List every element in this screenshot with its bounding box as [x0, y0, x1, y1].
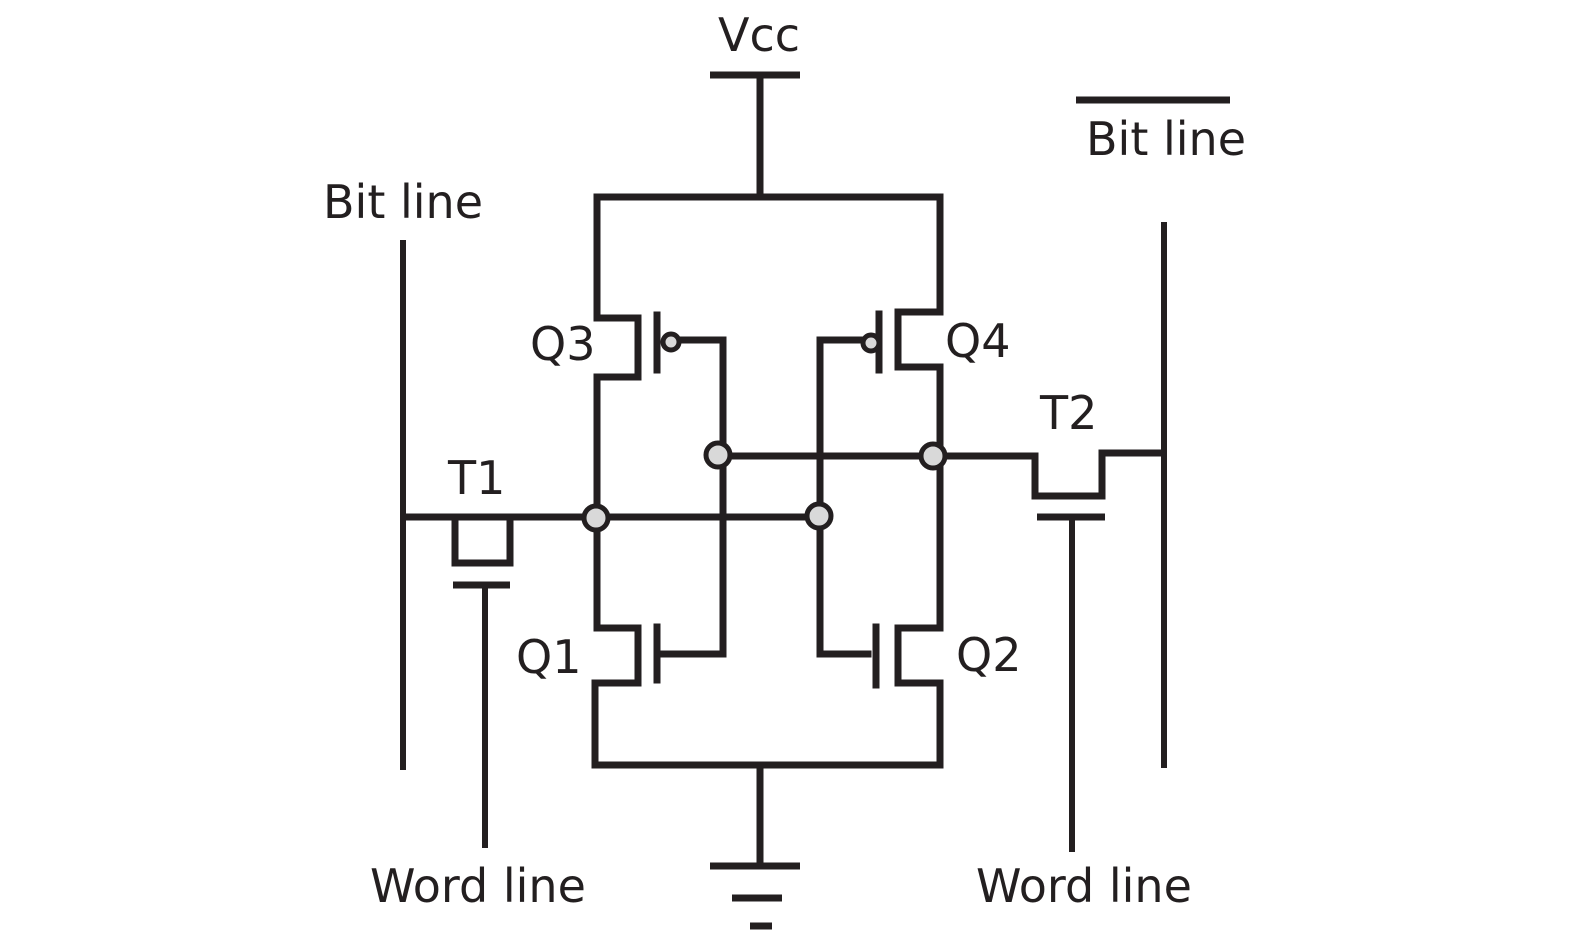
- q1-label: Q1: [516, 630, 581, 684]
- junction-right-storage: [918, 441, 948, 471]
- t1-label: T1: [447, 451, 505, 505]
- q3-label: Q3: [530, 317, 595, 371]
- q3-gate-wire: [677, 336, 727, 459]
- vcc-bus: [593, 193, 944, 314]
- t1-channel: [401, 513, 524, 567]
- word-line-right-label: Word line: [976, 859, 1192, 913]
- t2-channel: [1026, 449, 1166, 500]
- q3-channel: [593, 306, 642, 522]
- q4-channel: [894, 306, 944, 460]
- word-line-left-label: Word line: [370, 859, 586, 913]
- t2-label: T2: [1039, 386, 1097, 440]
- q1-gate-wire: [660, 452, 727, 658]
- q3-gate-bubble: [660, 331, 682, 353]
- q4-gate-wire: [816, 336, 867, 519]
- bit-line-right-label: Bit line: [1086, 112, 1246, 166]
- q2-gate-wire: [816, 513, 872, 658]
- junction-q3-gate: [703, 440, 733, 470]
- q4-gate-bubble: [860, 332, 882, 354]
- bit-line-left-label: Bit line: [323, 175, 483, 229]
- q2-label: Q2: [956, 628, 1021, 682]
- junction-left-storage: [581, 503, 611, 533]
- nmos-pair-and-ground-bus: [591, 452, 944, 769]
- q4-label: Q4: [945, 314, 1010, 368]
- junction-q4-gate: [804, 501, 834, 531]
- vcc-label: Vcc: [718, 8, 800, 62]
